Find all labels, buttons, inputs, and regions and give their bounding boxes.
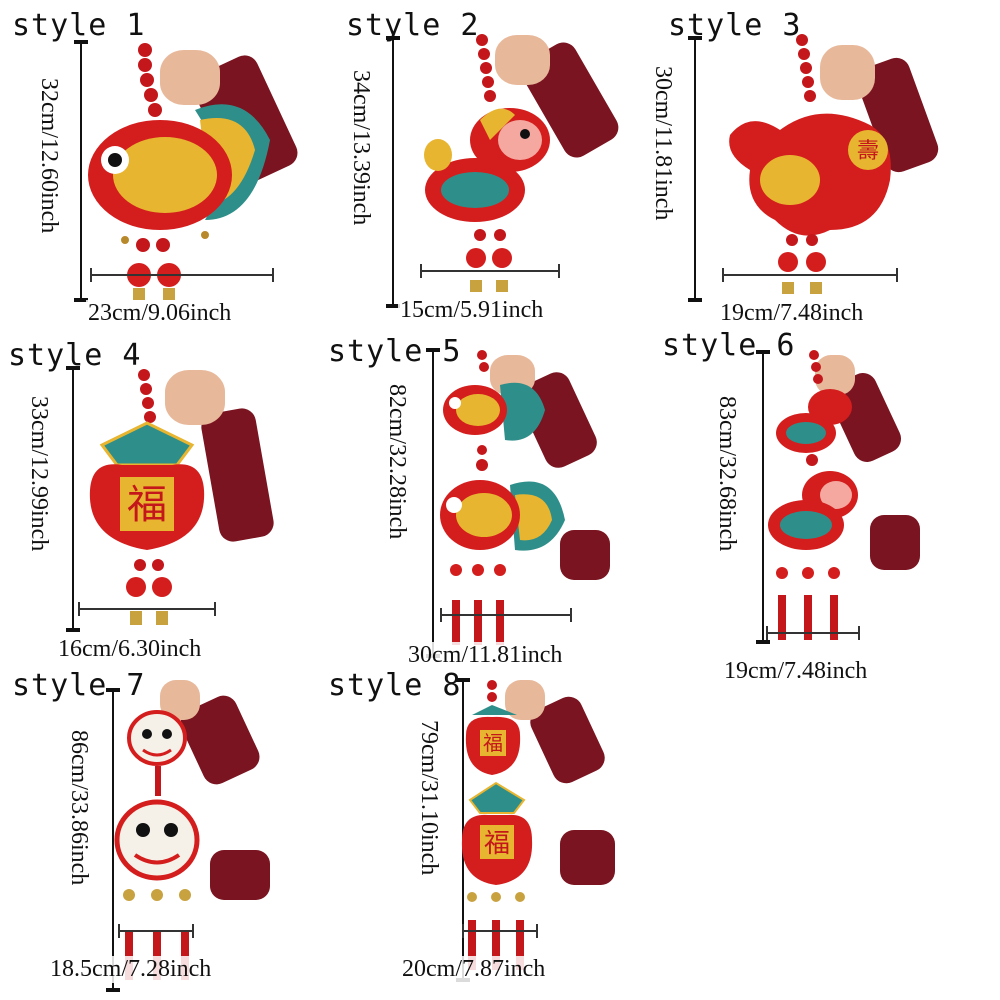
hand [165,370,225,425]
style-2-height-label: 34cm/13.39inch [348,70,374,226]
sleeve [560,530,610,580]
sleeve [870,515,920,570]
style-4-height-label: 33cm/12.99inch [26,396,52,552]
style-5-width-label: 30cm/11.81inch [406,642,565,669]
style-4-height-line [66,366,80,632]
style-1-label: style 1 [12,8,146,43]
style-7-width-label: 18.5cm/7.28inch [48,956,214,983]
style-6-width-line [766,626,860,640]
style-6-height-line [756,350,770,644]
style-8-width-line [462,924,538,938]
style-3-width-label: 19cm/7.48inch [718,300,866,327]
style-1-height-label: 32cm/12.60inch [36,78,62,234]
style-2-width-label: 15cm/5.91inch [398,297,546,324]
hand [815,355,855,395]
lion-head-ornament-icon [114,710,200,980]
style-1-height-line [74,40,88,302]
style-2-label: style 2 [346,8,480,43]
svg-text:福: 福 [483,731,503,755]
horse-ornament-icon [424,34,550,292]
double-goldfish-ornament-icon [440,350,565,645]
goldfish-ornament-icon [88,43,270,300]
style-7-height-label: 86cm/33.86inch [66,730,92,886]
style-3-height-line [688,36,702,302]
sleeve [210,850,270,900]
style-1-width-label: 23cm/9.06inch [86,300,234,327]
fu-pouch-ornament-icon: 福 [89,369,205,625]
style-4-width-line [78,602,216,616]
style-8-label: style 8 [328,668,462,703]
style-6-height-label: 83cm/32.68inch [714,396,740,552]
style-1-width-line [90,268,274,282]
style-8-height-label: 79cm/31.10inch [416,720,442,876]
gourd-ornament-icon: 壽 [729,34,891,294]
style-4-width-label: 16cm/6.30inch [56,636,204,663]
style-7-label: style 7 [12,668,146,703]
style-5-width-line [440,608,572,622]
style-5-height-line [426,348,440,658]
style-3-width-line [722,268,898,282]
double-horse-ornament-icon [768,350,858,640]
style-3-height-label: 30cm/11.81inch [650,66,676,221]
style-2-width-line [420,264,560,278]
svg-text:壽: 壽 [857,139,879,164]
style-2-height-line [386,36,400,308]
fu-character: 福 [127,482,167,528]
svg-text:福: 福 [484,829,510,859]
sleeve [560,830,615,885]
style-7-width-line [118,924,194,938]
style-7-height-line [106,688,120,992]
hand [160,50,220,105]
hand [495,35,550,85]
style-5-height-label: 82cm/32.28inch [384,384,410,540]
style-6-label: style 6 [662,328,796,363]
style-6-width-label: 19cm/7.48inch [722,658,870,685]
double-fu-pouch-ornament-icon: 福 福 [461,680,533,970]
hand [820,45,875,100]
style-8-width-label: 20cm/7.87inch [400,956,548,983]
